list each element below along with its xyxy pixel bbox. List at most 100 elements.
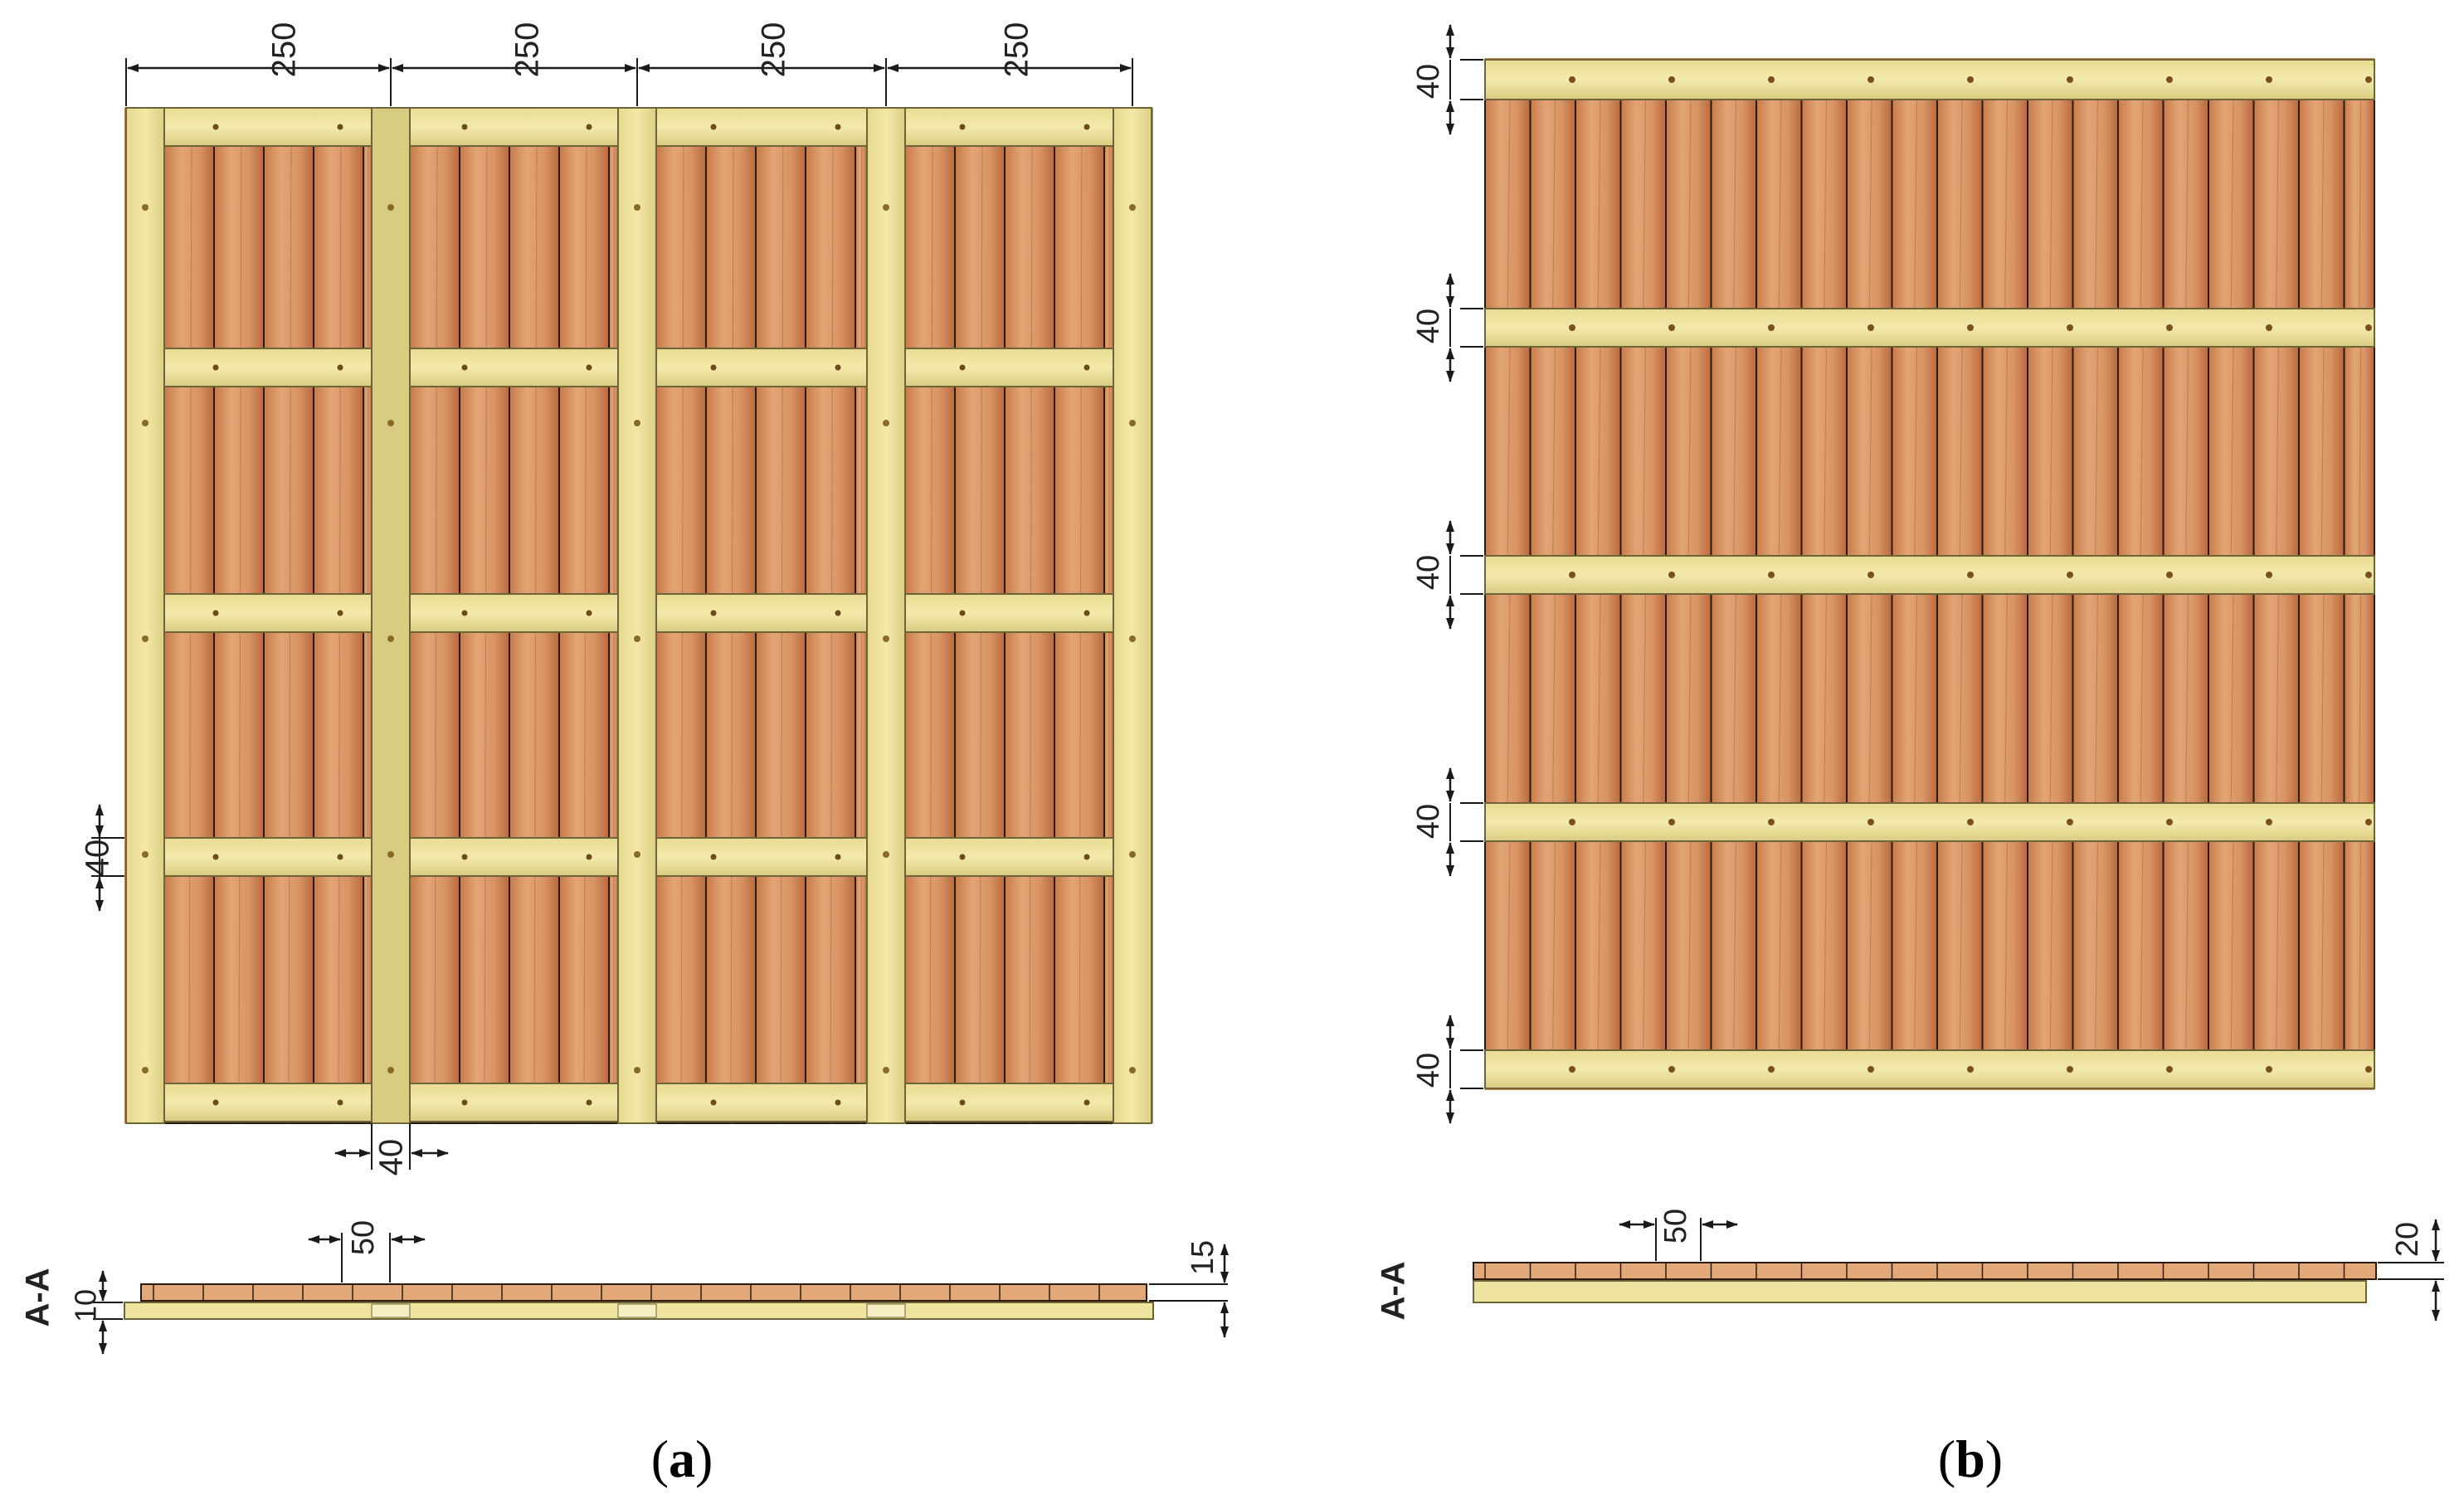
panel-a-knot (387, 1067, 394, 1073)
panel-a-nail (835, 854, 841, 860)
panel-a-nail (835, 610, 841, 616)
panel-b-board-grain (1687, 99, 1692, 309)
panel-b-rail (1484, 802, 2375, 842)
dim-a-top-2: 250 (509, 22, 546, 78)
panel-a-nail (710, 1099, 717, 1106)
panel-a-knot (142, 635, 149, 642)
section-a-board-width: 50 (346, 1220, 381, 1255)
panel-b-board-grain (1959, 346, 1963, 557)
panel-a-dimensions (91, 58, 1133, 1170)
panel-a-knot (883, 204, 889, 211)
section-a-label: A-A (20, 1268, 56, 1326)
panel-b-board-grain (1552, 346, 1556, 557)
panel-b-nail (1867, 324, 1874, 331)
panel-b-nail (2365, 1066, 2372, 1073)
panel-b-board-grain (1643, 840, 1647, 1051)
panel-a-knot (1129, 204, 1136, 211)
panel-b-board-grain (1597, 593, 1601, 804)
panel-a-knot (883, 635, 889, 642)
panel-a-knot (142, 1067, 149, 1073)
panel-b-board (2162, 99, 2209, 309)
panel-b-nail (2067, 819, 2073, 825)
caption-a-letter: a (669, 1429, 695, 1488)
panel-a-nail (461, 854, 468, 860)
panel-b-board-grain (2095, 346, 2099, 557)
panel-b-board-grain (1643, 346, 1647, 557)
panel-a-nail (586, 854, 592, 860)
section-b-board-layer (1473, 1262, 2377, 1280)
panel-b-nail (2266, 76, 2272, 83)
panel-b-nail (1668, 1066, 1675, 1073)
panel-b-board-grain (1868, 593, 1872, 804)
panel-b-board-grain (1733, 593, 1737, 804)
panel-b-board (1891, 99, 1938, 309)
panel-a-nail (586, 364, 592, 371)
panel-b-board-grain (2276, 346, 2280, 557)
panel-b-board-grain (1687, 346, 1692, 557)
panel-b-board-grain (1914, 99, 1918, 309)
panel-b-nail (1668, 572, 1675, 578)
panel-b-nail (2067, 572, 2073, 578)
panel-b-board (2162, 840, 2209, 1051)
panel-b-board (1936, 840, 1984, 1051)
panel-b-board-grain (2185, 593, 2189, 804)
panel-b-nail (2067, 76, 2073, 83)
panel-a-nail (212, 854, 219, 860)
section-a-post-cut (371, 1303, 411, 1318)
panel-a-nail (1083, 124, 1090, 130)
panel-b-nail (2166, 76, 2173, 83)
panel-b-nail (2067, 1066, 2073, 1073)
panel-b-board-grain (2276, 99, 2280, 309)
panel-a-nail (710, 854, 717, 860)
panel-b-board-grain (1733, 99, 1737, 309)
dim-b-rail-5: 40 (1411, 1053, 1446, 1088)
panel-b-nail (1668, 324, 1675, 331)
panel-b-nail (1569, 76, 1575, 83)
panel-b-board-grain (2359, 99, 2362, 309)
panel-b-board-grain (1507, 840, 1511, 1051)
panel-b-board-grain (2140, 99, 2144, 309)
panel-b-board-grain (1778, 99, 1782, 309)
panel-b-nail (1867, 572, 1874, 578)
panel-b-board-grain (1824, 593, 1828, 804)
panel-b-nail (2266, 819, 2272, 825)
panel-b-dimensions (1446, 24, 1483, 1124)
panel-a-knot (387, 204, 394, 211)
section-a-post-cut (617, 1303, 657, 1318)
panel-b-board-grain (2004, 593, 2009, 804)
panel-b-board-grain (2359, 593, 2362, 804)
panel-a-knot (634, 420, 640, 426)
panel-b-board-grain (1824, 346, 1828, 557)
panel-a-knot (142, 420, 149, 426)
panel-b-rail (1484, 555, 2375, 595)
dim-b-rail-2: 40 (1411, 309, 1446, 343)
panel-b-board (1800, 99, 1848, 309)
panel-b-board-grain (2276, 840, 2280, 1051)
panel-a-nail (337, 1099, 343, 1106)
panel-b-board-grain (2320, 840, 2325, 1051)
panel-b-board-grain (1824, 99, 1828, 309)
panel-b-board-grain (2230, 840, 2234, 1051)
panel-a-nail (337, 854, 343, 860)
panel-b-board (1710, 99, 1757, 309)
panel-a-nail (461, 610, 468, 616)
panel-b-board (1665, 99, 1712, 309)
panel-b-nail (2166, 1066, 2173, 1073)
panel-a-nail (959, 610, 966, 616)
panel-a-nail (1083, 1099, 1090, 1106)
panel-b-board (2162, 346, 2209, 557)
dim-a-top-1: 250 (266, 22, 303, 78)
panel-b-nail (1867, 76, 1874, 83)
dim-a-post: 40 (373, 1139, 410, 1176)
panel-b-nail (1768, 1066, 1775, 1073)
panel-b-board (1800, 346, 1848, 557)
panel-b-board (2072, 840, 2119, 1051)
panel-b-nail (1569, 572, 1575, 578)
panel-a-knot (634, 635, 640, 642)
panel-a-nail (586, 1099, 592, 1106)
panel-a-knot (634, 851, 640, 858)
dim-a-top-4: 250 (999, 22, 1035, 78)
panel-b-board (2117, 840, 2165, 1051)
panel-b-drawing (1446, 24, 2375, 1124)
panel-b-board-grain (2004, 840, 2009, 1051)
